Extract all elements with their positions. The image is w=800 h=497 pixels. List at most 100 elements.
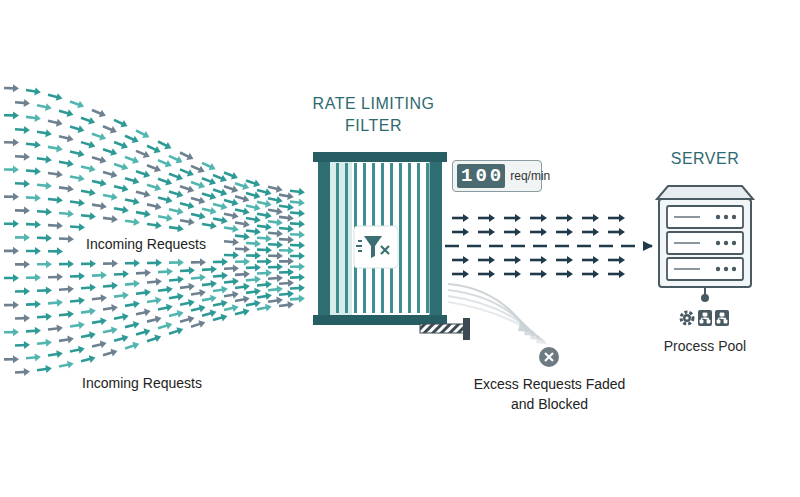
arrow-head (244, 245, 250, 253)
arrow-head (90, 260, 96, 268)
arrow-head (111, 303, 118, 312)
server-part (701, 294, 709, 302)
arrow-head (24, 99, 31, 107)
request-arrow (191, 273, 207, 282)
arrow-head (244, 258, 250, 266)
passed-arrow (530, 228, 547, 236)
gate-part (336, 163, 339, 313)
request-arrow (4, 220, 19, 228)
gate-part (381, 246, 389, 254)
arrow-head (67, 360, 74, 369)
request-arrow (146, 200, 162, 211)
passed-arrow (452, 228, 469, 236)
passed-arrow (556, 256, 573, 264)
server-part (716, 267, 720, 271)
server-part (667, 232, 743, 254)
server-part (716, 241, 720, 245)
request-arrow (135, 208, 151, 219)
arrow-head (35, 247, 41, 255)
arrow-head (277, 263, 283, 271)
arrow-head (243, 220, 250, 229)
request-arrow (37, 286, 52, 295)
server-part (674, 242, 700, 244)
request-arrow (124, 340, 141, 352)
arrow-head (200, 258, 206, 266)
request-arrow (37, 234, 52, 242)
passed-arrow (452, 270, 469, 278)
gate-part (356, 241, 362, 251)
arrow-head (287, 192, 294, 201)
passed-arrow (608, 214, 625, 222)
request-arrow (15, 368, 30, 377)
server-part (657, 186, 753, 199)
arrow-head (198, 166, 207, 176)
arrow-head (46, 312, 53, 320)
request-arrow (48, 195, 64, 204)
request-arrow (290, 230, 305, 239)
arrow-head (199, 197, 207, 206)
arrow-head (78, 345, 85, 354)
request-arrow (278, 202, 294, 212)
request-arrow (279, 235, 294, 244)
request-arrow (223, 224, 239, 234)
request-arrow (47, 169, 63, 179)
arrow-head (122, 184, 130, 193)
arrow-head (122, 312, 129, 321)
request-arrow (223, 303, 239, 314)
server-part (724, 267, 728, 271)
request-arrow (113, 160, 130, 172)
request-arrow (179, 216, 195, 227)
request-arrow (169, 258, 184, 266)
request-arrow (15, 179, 30, 188)
request-arrow (69, 148, 85, 159)
request-arrow (201, 294, 217, 305)
request-arrow (268, 263, 283, 271)
request-arrow (113, 182, 129, 193)
request-arrow (124, 174, 141, 186)
gate-part (426, 163, 429, 313)
request-arrow (26, 300, 41, 309)
incoming-arrows (4, 84, 305, 376)
request-arrow (26, 140, 42, 150)
arrow-head (46, 260, 52, 268)
arrow-head (266, 269, 272, 277)
passed-arrows (452, 214, 625, 278)
arrow-head (24, 368, 30, 376)
arrow-head (13, 247, 19, 255)
gate-part (313, 152, 447, 162)
request-arrow (224, 277, 240, 287)
arrow-head (177, 207, 185, 216)
request-arrow (4, 247, 19, 255)
request-arrow (37, 338, 53, 348)
request-arrow (246, 226, 262, 236)
arrow-head (35, 274, 41, 282)
request-arrow (179, 183, 196, 195)
request-arrow (157, 194, 174, 206)
request-arrow (235, 245, 250, 254)
arrow-head (144, 307, 152, 316)
request-arrow (168, 223, 184, 233)
faded-arrow (448, 296, 539, 338)
request-arrow (234, 307, 250, 318)
arrow-head (210, 207, 218, 216)
arrow-head (112, 259, 118, 267)
request-arrow (103, 259, 118, 267)
request-arrow (279, 289, 295, 298)
request-arrow (91, 201, 107, 211)
request-arrow (257, 257, 272, 265)
request-arrow (267, 296, 283, 306)
arrow-head (164, 142, 173, 152)
request-arrow (279, 257, 294, 265)
request-arrow (224, 264, 239, 273)
arrow-head (134, 279, 141, 288)
arrow-head (46, 208, 52, 216)
request-arrow (26, 193, 41, 202)
arrow-head (299, 220, 305, 228)
arrow-head (515, 214, 521, 222)
arrow-head (45, 156, 52, 165)
arrow-head (541, 228, 547, 236)
arrow-head (111, 325, 119, 334)
passed-arrow (530, 214, 547, 222)
request-arrow (268, 217, 284, 227)
request-arrow (146, 181, 163, 193)
